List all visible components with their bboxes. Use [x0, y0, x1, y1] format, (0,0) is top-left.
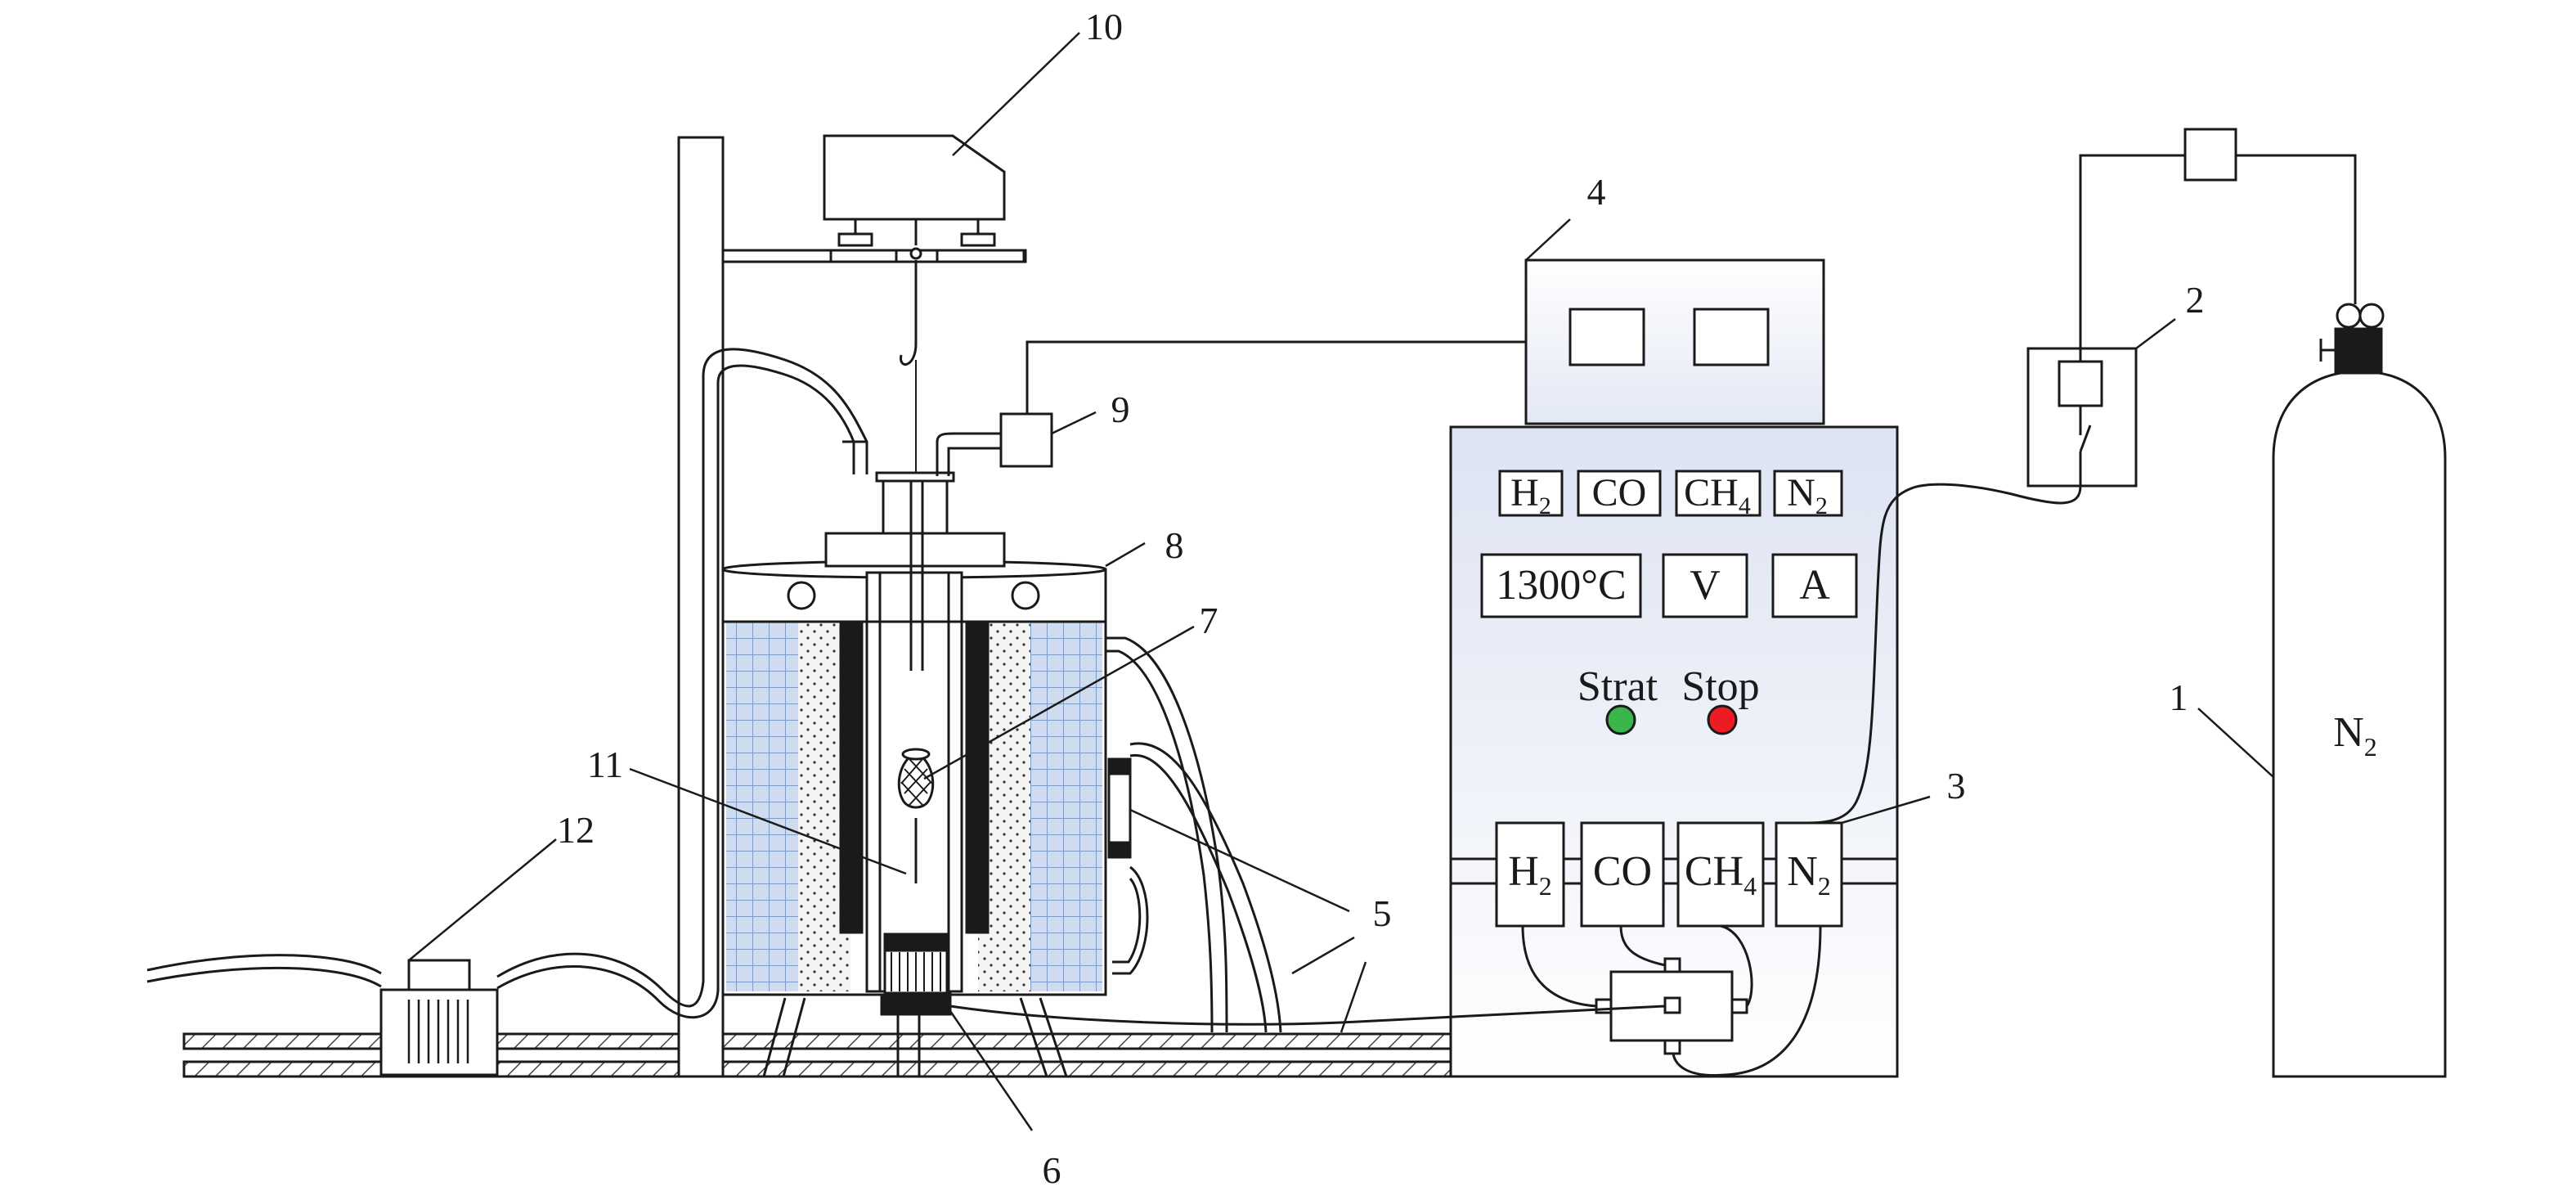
controller-box: [1524, 258, 1825, 425]
callout-9: 9: [1111, 389, 1130, 430]
callout-11: 11: [587, 744, 623, 785]
callout-8: 8: [1165, 524, 1184, 566]
callout-1: 1: [2170, 676, 2188, 718]
panel-gas-label-co: CO: [1592, 471, 1647, 515]
flowmeter-label-n2: N2: [1787, 848, 1831, 901]
stop-button[interactable]: [1707, 704, 1738, 735]
stop-label: Stop: [1681, 663, 1759, 710]
callout-2: 2: [2186, 279, 2205, 321]
panel-gas-label-ch4: CH4: [1684, 471, 1751, 519]
voltage-readout: V: [1690, 562, 1721, 609]
callout-4: 4: [1587, 171, 1606, 213]
gas-mixer: [949, 924, 1822, 1077]
furnace: [721, 471, 1107, 1016]
panel-gas-label-h2: H2: [1510, 471, 1551, 519]
floor-slab: [182, 1032, 1453, 1078]
callout-leaders: [408, 32, 2274, 1131]
weighing-device: [823, 134, 1025, 366]
flowmeter-label-h2: H2: [1508, 848, 1552, 901]
callout-10: 10: [1085, 6, 1123, 47]
thermocouple-box: [936, 340, 1526, 476]
callout-6: 6: [1043, 1149, 1061, 1191]
temperature-readout: 1300°C: [1496, 562, 1626, 609]
regulator: [1808, 128, 2357, 825]
callout-7: 7: [1200, 600, 1218, 641]
cylinder-gas-label: N2: [2333, 709, 2377, 762]
panel-gas-label-n2: N2: [1787, 471, 1828, 519]
flowmeter-label-ch4: CH4: [1685, 848, 1757, 901]
support-column: [677, 136, 725, 1078]
flowmeter-label-co: CO: [1593, 848, 1652, 895]
callout-3: 3: [1947, 765, 1966, 807]
start-label: Strat: [1577, 663, 1658, 710]
current-readout: A: [1799, 562, 1830, 609]
pump: [379, 959, 499, 1076]
cooling-jacket: [1106, 636, 1282, 1033]
callout-12: 12: [557, 809, 595, 851]
gas-cylinder: [2272, 303, 2447, 1078]
furnace-legs: [762, 997, 1068, 1077]
callout-5: 5: [1373, 892, 1392, 934]
start-button[interactable]: [1605, 704, 1636, 735]
